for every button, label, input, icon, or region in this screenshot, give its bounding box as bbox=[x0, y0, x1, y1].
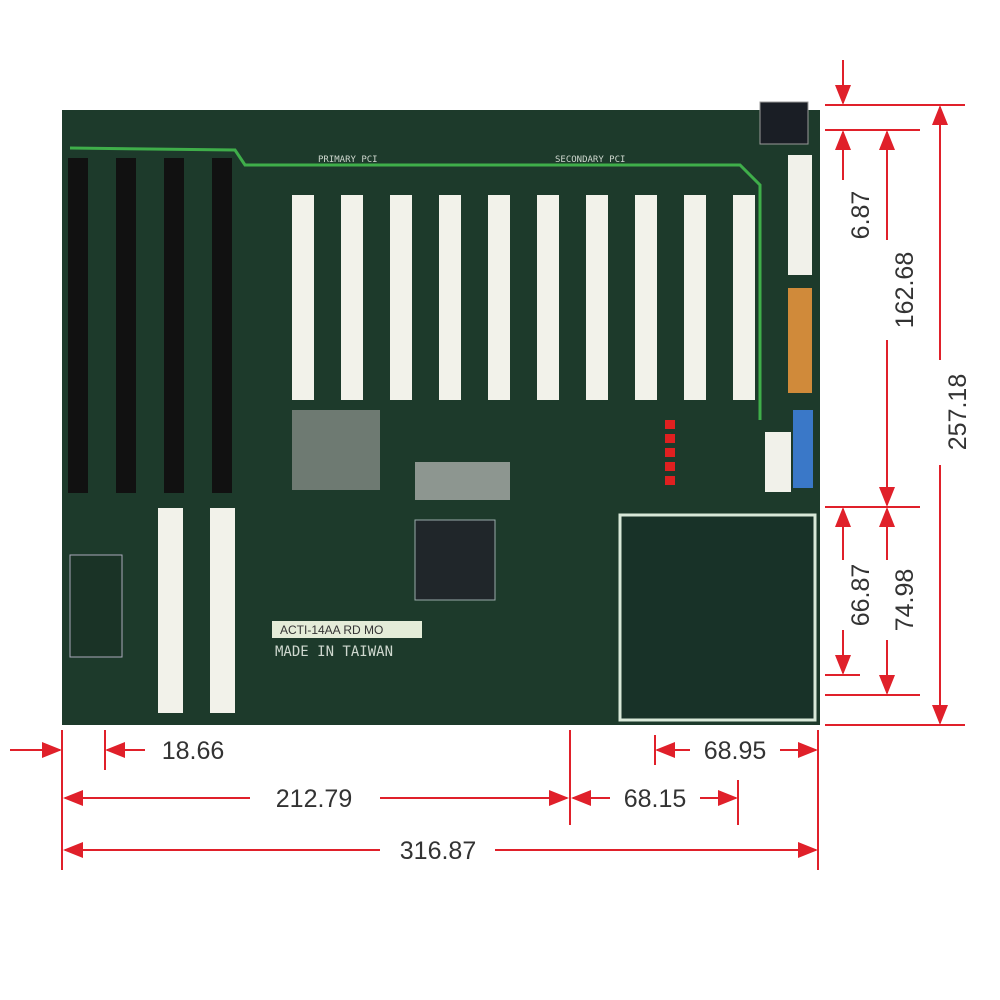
origin-label: MADE IN TAIWAN bbox=[275, 644, 393, 660]
isa-slot bbox=[68, 158, 88, 493]
pci-slot bbox=[390, 195, 412, 400]
pci-slot bbox=[341, 195, 363, 400]
primary-pci-label: PRIMARY PCI bbox=[318, 155, 378, 165]
dim-316-87: 316.87 bbox=[400, 837, 476, 865]
dimension-lines bbox=[10, 60, 965, 870]
bridge-chip bbox=[414, 519, 496, 601]
led bbox=[665, 434, 675, 443]
isa-slot bbox=[212, 158, 232, 493]
dim-18-66: 18.66 bbox=[162, 737, 225, 765]
pci-slot bbox=[586, 195, 608, 400]
cpu-slot bbox=[210, 508, 235, 713]
dim-257-18: 257.18 bbox=[944, 374, 972, 450]
pci-slot bbox=[439, 195, 461, 400]
dim-162-68: 162.68 bbox=[891, 252, 919, 328]
led bbox=[665, 462, 675, 471]
secondary-pci-label: SECONDARY PCI bbox=[555, 155, 625, 165]
dim-74-98: 74.98 bbox=[891, 569, 919, 632]
dim-6-87: 6.87 bbox=[847, 191, 875, 240]
pci-slot bbox=[537, 195, 559, 400]
pci-slots bbox=[292, 195, 755, 400]
pci-slot bbox=[733, 195, 755, 400]
dim-66-87: 66.87 bbox=[847, 564, 875, 627]
model-label: ACTI-14AA RD MO bbox=[280, 623, 383, 637]
pci-slot bbox=[292, 195, 314, 400]
dim-68-95: 68.95 bbox=[704, 737, 767, 765]
isa-slot bbox=[116, 158, 136, 493]
dimension-labels: 6.87 162.68 257.18 66.87 74.98 18.66 212… bbox=[162, 191, 972, 865]
led bbox=[665, 420, 675, 429]
pci-slot bbox=[684, 195, 706, 400]
pci-slot bbox=[635, 195, 657, 400]
dim-68-15: 68.15 bbox=[624, 785, 687, 813]
dim-212-79: 212.79 bbox=[276, 785, 352, 813]
memory-grid bbox=[292, 410, 380, 490]
status-leds bbox=[665, 420, 675, 485]
led bbox=[665, 448, 675, 457]
led bbox=[665, 476, 675, 485]
cpu-slot bbox=[158, 508, 183, 713]
isa-slot bbox=[164, 158, 184, 493]
pci-slot bbox=[488, 195, 510, 400]
pcb-board: PRIMARY PCI SECONDARY PCI ACTI-14AA RD M… bbox=[62, 101, 820, 725]
isa-slots bbox=[68, 158, 232, 493]
